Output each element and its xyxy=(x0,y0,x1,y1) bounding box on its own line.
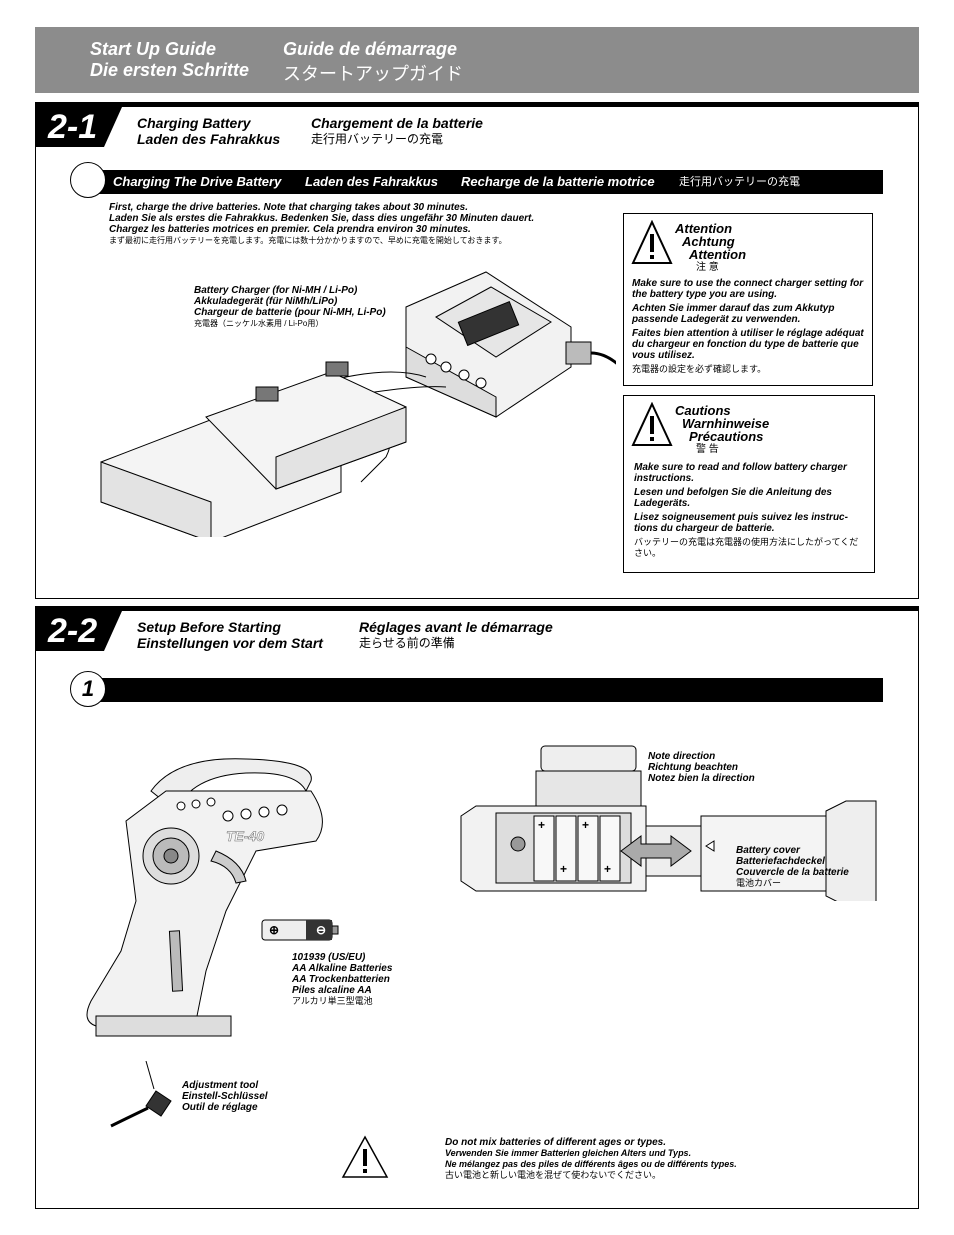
intro-jp: まず最初に走行用バッテリーを充電します。充電には数十分かかりますので、早めに充電… xyxy=(109,236,507,245)
intro-en: First, charge the drive batteries. Note … xyxy=(109,202,468,213)
attention-title-fr: Attention xyxy=(689,247,747,262)
batteries-label-3: AA Trockenbatterien xyxy=(292,974,390,985)
batteries-label-2: AA Alkaline Batteries xyxy=(292,963,393,974)
attention-text-jp: 充電器の設定を必ず確認します。 xyxy=(632,364,767,374)
section-number: 2-2 xyxy=(36,611,122,651)
subsection-bar: Charging The Drive Battery Laden des Fah… xyxy=(91,170,883,194)
section-title-fr: Chargement de la batterie xyxy=(311,115,483,131)
header-title-en: Start Up Guide xyxy=(90,39,217,59)
bar-text-jp: 走行用バッテリーの充電 xyxy=(679,176,800,188)
svg-text:+: + xyxy=(582,818,589,832)
cautions-title-jp: 警 告 xyxy=(696,444,719,455)
bar-text-fr: Recharge de la batterie motrice xyxy=(461,174,655,189)
intro-de: Laden Sie als erstes die Fahrakkus. Bede… xyxy=(109,213,535,224)
cover-label-en: Battery cover xyxy=(736,845,800,856)
section-number: 2-1 xyxy=(36,107,122,147)
adjustment-tool-icon xyxy=(110,1061,172,1128)
attention-title-jp: 注 意 xyxy=(696,262,719,273)
attention-text-fr: Faites bien attention à utiliser le régl… xyxy=(632,328,864,361)
bar-text-de: Laden des Fahrakkus xyxy=(305,174,438,189)
section-title-jp: 走行用バッテリーの充電 xyxy=(311,132,444,146)
charger-label-en: Battery Charger (for Ni-MH / Li-Po) xyxy=(194,285,358,296)
attention-text: Make sure to use the connect charger set… xyxy=(632,278,866,378)
warning-triangle-icon xyxy=(341,1135,389,1178)
direction-label-fr: Notez bien la direction xyxy=(648,773,755,784)
transmitter-logo: TE-40 xyxy=(226,828,264,844)
charger-label-jp: 充電器（ニッケル水素用 / Li-Po用） xyxy=(194,319,324,328)
attention-text-en: Make sure to use the connect charger set… xyxy=(632,278,864,300)
aa-battery-icon: ⊕ ⊖ xyxy=(261,919,339,941)
warning-text-fr: Ne mélangez pas des piles de différents … xyxy=(445,1159,737,1169)
direction-label-de: Richtung beachten xyxy=(648,762,739,773)
cautions-text: Make sure to read and follow battery cha… xyxy=(634,462,866,562)
bar-text-en: Charging The Drive Battery xyxy=(113,174,282,189)
header-title-de: Die ersten Schritte xyxy=(90,60,250,80)
intro-fr: Chargez les batteries motrices en premie… xyxy=(109,224,471,235)
section-title-de: Einstellungen vor dem Start xyxy=(137,635,323,651)
cautions-title-fr: Précautions xyxy=(689,429,764,444)
section-charging-battery: 2-1 Charging Battery Laden des Fahrakkus… xyxy=(35,102,919,599)
attention-title-en: Attention xyxy=(675,221,733,236)
battery-compartment-illustration: + + + + xyxy=(460,745,877,901)
tool-label-en: Adjustment tool xyxy=(182,1080,259,1091)
batteries-label-4: Piles alcaline AA xyxy=(292,985,372,996)
section-title-fr: Réglages avant le démarrage xyxy=(359,619,553,635)
header-title-jp: スタートアップガイド xyxy=(283,64,463,84)
svg-text:+: + xyxy=(538,818,545,832)
tool-label-fr: Outil de réglage xyxy=(182,1102,258,1113)
cover-label-de: Batteriefachdeckel xyxy=(736,856,825,867)
svg-text:+: + xyxy=(560,862,567,876)
attention-title-de: Achtung xyxy=(682,234,735,249)
charger-label-fr: Chargeur de batterie (pour Ni-MH, Li-Po) xyxy=(194,307,386,318)
batteries-label-5: アルカリ単三型電池 xyxy=(292,996,373,1006)
warning-triangle-icon xyxy=(631,220,673,264)
step-number-circle: 1 xyxy=(70,671,106,707)
warning-triangle-icon xyxy=(631,402,673,446)
svg-text:⊕: ⊕ xyxy=(269,923,279,937)
cautions-text-jp: バッテリーの充電は充電器の使用方法にしたがってください。 xyxy=(634,537,859,558)
direction-label-en: Note direction xyxy=(648,751,716,762)
cover-label-jp: 電池カバー xyxy=(736,878,782,888)
svg-text:+: + xyxy=(604,862,611,876)
batteries-label-1: 101939 (US/EU) xyxy=(292,952,366,963)
section-title-en: Setup Before Starting xyxy=(137,619,281,635)
step-bar xyxy=(91,678,883,702)
step-circle-empty xyxy=(70,162,106,198)
charger-battery-illustration xyxy=(100,271,616,537)
section-title-jp: 走らせる前の準備 xyxy=(359,636,455,650)
cautions-text-en: Make sure to read and follow battery cha… xyxy=(634,462,847,484)
header-title-fr: Guide de démarrage xyxy=(283,39,458,59)
warning-text-en: Do not mix batteries of different ages o… xyxy=(445,1137,666,1148)
charger-label-de: Akkuladegerät (für NiMh/LiPo) xyxy=(194,296,338,307)
svg-text:⊖: ⊖ xyxy=(316,923,326,937)
cover-label-fr: Couvercle de la batterie xyxy=(736,867,849,878)
warning-text-jp: 古い電池と新しい電池を混ぜて使わないでください。 xyxy=(445,1170,662,1180)
transmitter-illustration: TE-40 xyxy=(86,758,323,1037)
section-title-en: Charging Battery xyxy=(137,115,251,131)
section-setup-before-starting: 2-2 Setup Before Starting Einstellungen … xyxy=(35,606,919,1209)
warning-text-de: Verwenden Sie immer Batterien gleichen A… xyxy=(445,1148,692,1158)
section-title-de: Laden des Fahrakkus xyxy=(137,131,281,147)
cautions-text-de: Lesen und befolgen Sie die Anleitung des… xyxy=(634,487,832,509)
attention-box: Attention Achtung Attention 注 意 Make sur… xyxy=(623,213,873,386)
attention-text-de: Achten Sie immer darauf das zum Akkutyp … xyxy=(632,303,835,325)
page-header: Start Up Guide Guide de démarrage Die er… xyxy=(35,27,919,93)
cautions-box: Cautions Warnhinweise Précautions 警 告 Ma… xyxy=(623,395,875,573)
cautions-title-en: Cautions xyxy=(675,403,731,418)
cautions-text-fr: Lisez soigneusement puis suivez les inst… xyxy=(634,512,848,534)
tool-label-de: Einstell-Schlüssel xyxy=(182,1091,268,1102)
cautions-title-de: Warnhinweise xyxy=(682,416,770,431)
